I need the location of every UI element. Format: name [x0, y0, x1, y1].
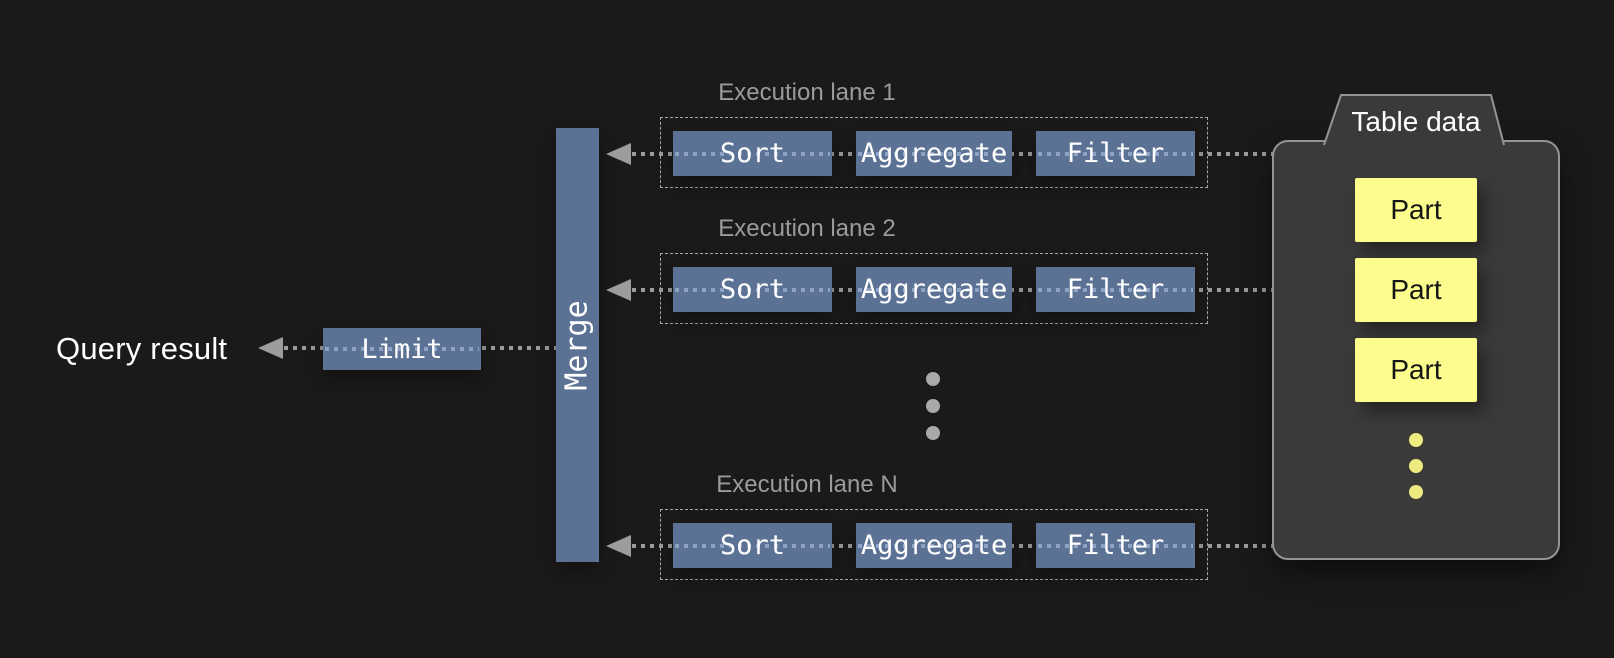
limit-label: Limit: [361, 333, 443, 365]
dotted-connector: [1038, 287, 1193, 292]
operator-label: Filter: [1066, 138, 1165, 169]
ellipsis-dot: [926, 426, 940, 440]
dotted-connector: [1038, 543, 1193, 548]
part-label: Part: [1390, 274, 1442, 305]
execution-lane-1: Execution lane 1 Sort Aggregate Filter: [0, 79, 1614, 189]
sort-box: Sort: [673, 131, 832, 176]
operator-label: Aggregate: [860, 274, 1008, 305]
arrow-left-icon: [606, 535, 631, 557]
dotted-connector: [858, 543, 1010, 548]
part-box: Part: [1355, 338, 1477, 402]
dotted-connector: [325, 347, 479, 351]
lane-label: Execution lane N: [716, 471, 898, 498]
operator-label: Sort: [719, 138, 786, 169]
ellipsis-dot: [926, 399, 940, 413]
aggregate-box: Aggregate: [856, 267, 1012, 312]
filter-box: Filter: [1036, 267, 1195, 312]
part-box: Part: [1355, 258, 1477, 322]
dotted-connector: [858, 151, 1010, 156]
sort-box: Sort: [673, 267, 832, 312]
lane-label: Execution lane 2: [718, 215, 896, 242]
execution-lane-2: Execution lane 2 Sort Aggregate Filter: [0, 215, 1614, 325]
aggregate-box: Aggregate: [856, 523, 1012, 568]
operator-label: Filter: [1066, 530, 1165, 561]
filter-box: Filter: [1036, 523, 1195, 568]
part-label: Part: [1390, 194, 1442, 225]
ellipsis-dot-yellow: [1409, 485, 1423, 499]
merge-bar: Merge: [556, 128, 599, 562]
operator-label: Sort: [719, 530, 786, 561]
query-result-label: Query result: [56, 331, 228, 366]
part-label: Part: [1390, 354, 1442, 385]
operator-label: Sort: [719, 274, 786, 305]
dotted-connector: [675, 543, 830, 548]
sort-box: Sort: [673, 523, 832, 568]
dotted-connector: [1038, 151, 1193, 156]
operator-label: Filter: [1066, 274, 1165, 305]
arrow-left-icon: [606, 143, 631, 165]
arrow-left-icon: [606, 279, 631, 301]
execution-lane-n: Execution lane N Sort Aggregate Filter: [0, 471, 1614, 581]
arrow-left-icon: [258, 337, 283, 359]
aggregate-box: Aggregate: [856, 131, 1012, 176]
table-data-tab: [1323, 94, 1505, 146]
table-data-label: Table data: [1351, 106, 1481, 137]
limit-box: Limit: [323, 328, 481, 370]
ellipsis-dot-yellow: [1409, 433, 1423, 447]
operator-label: Aggregate: [860, 138, 1008, 169]
dotted-connector: [858, 287, 1010, 292]
filter-box: Filter: [1036, 131, 1195, 176]
part-box: Part: [1355, 178, 1477, 242]
table-data-container: Part Part Part: [1272, 140, 1560, 560]
ellipsis-dot: [926, 372, 940, 386]
lane-label: Execution lane 1: [718, 79, 896, 106]
dotted-connector: [675, 287, 830, 292]
dotted-connector: [675, 151, 830, 156]
operator-label: Aggregate: [860, 530, 1008, 561]
ellipsis-dot-yellow: [1409, 459, 1423, 473]
